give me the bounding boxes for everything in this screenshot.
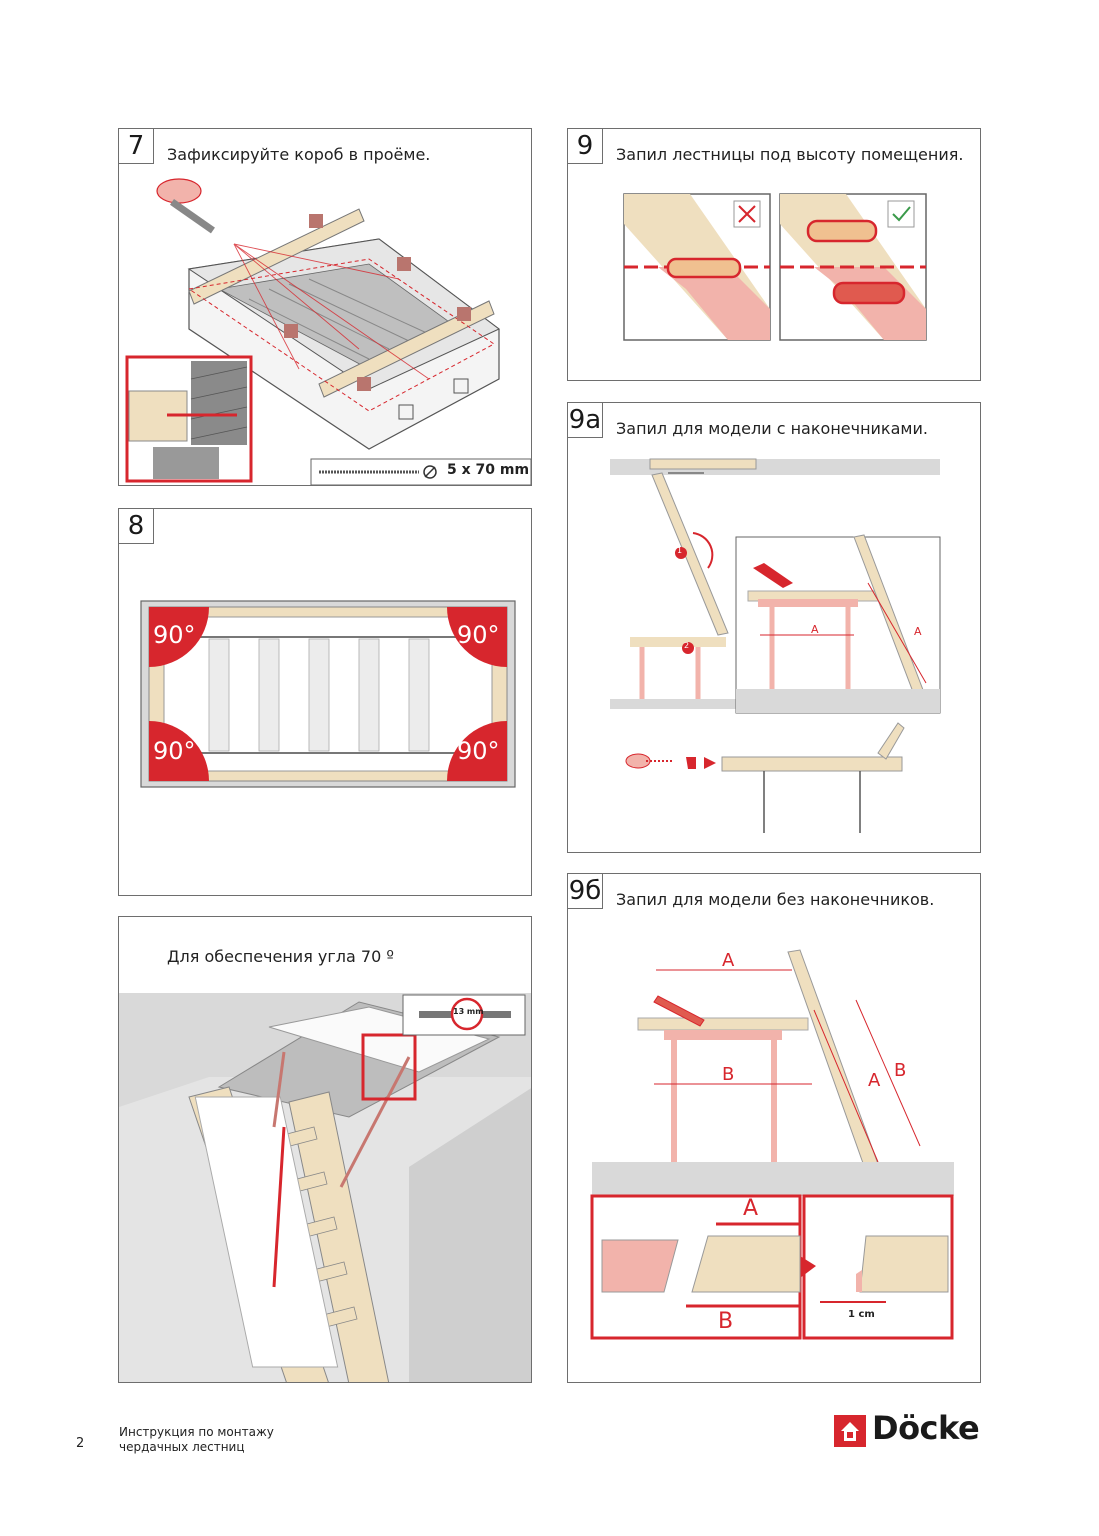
step-title: Зафиксируйте короб в проёме. — [167, 145, 431, 164]
angle-label: 90° — [153, 621, 196, 649]
step-title: Запил лестницы под высоту помещения. — [616, 145, 964, 164]
panel-step-9a: 9а Запил для модели с наконечниками. 1 2 — [567, 402, 981, 853]
ladder-angle-illustration — [119, 993, 531, 1382]
cut-with-tips-illustration — [610, 458, 941, 833]
step-number: 8 — [119, 509, 154, 544]
panel-step-9: 9 Запил лестницы под высоту помещения. — [567, 128, 981, 381]
step-title: Запил для модели без наконечников. — [616, 890, 935, 909]
step-number: 9 — [568, 129, 603, 164]
dimension-label: A — [743, 1196, 759, 1221]
frame-fixing-illustration — [125, 178, 531, 485]
footer-caption: Инструкция по монтажу чердачных лестниц — [119, 1425, 274, 1455]
cut-without-tips-illustration — [590, 949, 954, 1340]
dimension-label: B — [894, 1060, 907, 1081]
panel-step-7: 7 Зафиксируйте короб в проёме. — [118, 128, 532, 486]
dimension-label: B — [722, 1064, 735, 1085]
step-badge: 1 — [677, 546, 683, 555]
footer-line: Инструкция по монтажу — [119, 1425, 274, 1439]
dimension-label: A — [914, 625, 922, 638]
panel-step-8: 8 90° 90° 90° 90° — [118, 508, 532, 896]
brand-name: Döcke — [872, 1409, 980, 1447]
angle-label: 90° — [457, 737, 500, 765]
dimension-label: A — [811, 623, 819, 636]
step-number: 7 — [119, 129, 154, 164]
screw-size-label: 5 x 70 mm — [447, 462, 530, 478]
footer-line: чердачных лестниц — [119, 1440, 245, 1454]
wrench-size-label: 13 mm — [453, 1007, 484, 1016]
panel-title: Для обеспечения угла 70 º — [167, 947, 394, 966]
step-title: Запил для модели с наконечниками. — [616, 419, 928, 438]
step-number: 9б — [568, 874, 603, 909]
page-number: 2 — [76, 1436, 85, 1451]
cut-height-illustration — [623, 193, 927, 341]
step-badge: 2 — [684, 641, 690, 650]
step-number: 9а — [568, 403, 603, 438]
panel-step-9b: 9б Запил для модели без наконечников. A … — [567, 873, 981, 1383]
dimension-label: A — [722, 950, 735, 971]
frame-squaring-illustration — [140, 600, 516, 788]
dimension-label: A — [868, 1070, 881, 1091]
dimension-label: B — [718, 1309, 734, 1334]
angle-label: 90° — [457, 621, 500, 649]
house-icon — [834, 1415, 866, 1447]
angle-label: 90° — [153, 737, 196, 765]
detail-cm-label: 1 cm — [848, 1309, 875, 1320]
panel-angle-70: Для обеспечения угла 70 º 13 mm — [118, 916, 532, 1383]
